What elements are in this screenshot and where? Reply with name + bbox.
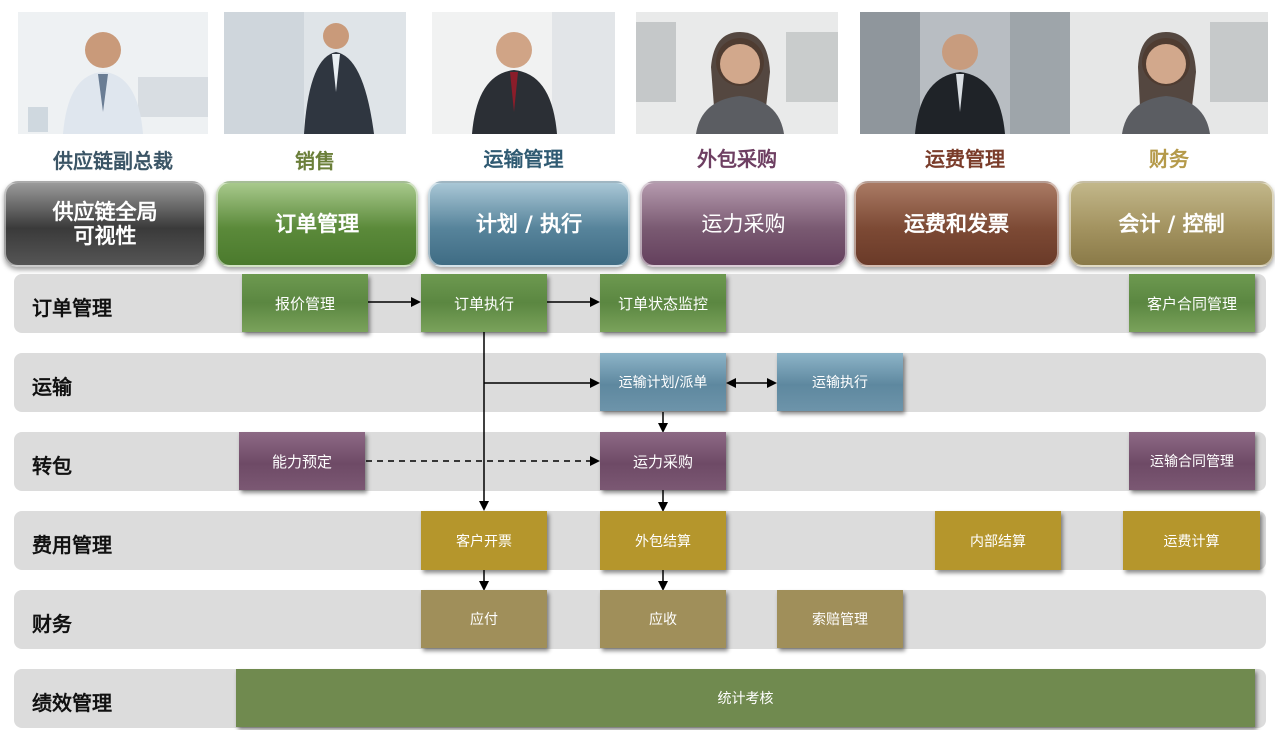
photo-vp-supply-chain [18,12,208,134]
box-transport-plan-dispatch[interactable]: 运输计划/派单 [600,353,726,411]
lane-label-transport: 运输 [32,375,72,399]
photo-sales [224,12,406,134]
role-label-vp: 供应链副总裁 [53,149,173,173]
box-outsourced-settlement[interactable]: 外包结算 [600,511,726,570]
lane-label-cost-management: 费用管理 [32,533,112,557]
module-accounting-control[interactable]: 会计 / 控制 [1069,181,1274,267]
box-accounts-payable[interactable]: 应付 [421,590,547,648]
module-visibility[interactable]: 供应链全局 可视性 [4,181,206,267]
role-label-finance: 财务 [1149,147,1189,171]
box-customer-contract[interactable]: 客户合同管理 [1129,274,1255,332]
box-order-execution[interactable]: 订单执行 [421,274,547,332]
photo-freight-manager [860,12,1070,134]
lane-label-order-management: 订单管理 [32,296,112,320]
box-carrier-contract[interactable]: 运输合同管理 [1129,432,1255,490]
module-capacity-purchase-label: 运力采购 [701,212,786,236]
module-visibility-label: 供应链全局 可视性 [52,200,158,248]
lane-label-finance: 财务 [32,612,72,636]
role-label-freight: 运费管理 [925,147,1005,171]
box-internal-settlement[interactable]: 内部结算 [935,511,1061,570]
module-capacity-purchase[interactable]: 运力采购 [640,181,847,267]
module-plan-execute-label: 计划 / 执行 [475,212,583,236]
module-plan-execute[interactable]: 计划 / 执行 [428,181,630,267]
box-order-status-monitoring[interactable]: 订单状态监控 [600,274,726,332]
box-customer-invoicing[interactable]: 客户开票 [421,511,547,570]
box-statistics-assessment[interactable]: 统计考核 [236,669,1255,727]
module-order-management[interactable]: 订单管理 [216,181,418,267]
module-accounting-control-label: 会计 / 控制 [1118,212,1225,236]
box-freight-calculation[interactable]: 运费计算 [1123,511,1260,570]
lane-label-subcontract: 转包 [32,454,72,478]
photo-finance [1070,12,1268,134]
photo-transport-manager [432,12,615,134]
role-label-procurement: 外包采购 [697,147,777,171]
lane-label-performance: 绩效管理 [32,691,112,715]
box-capacity-purchase[interactable]: 运力采购 [600,432,726,490]
module-freight-invoice[interactable]: 运费和发票 [854,181,1059,267]
box-quote-management[interactable]: 报价管理 [242,274,368,332]
module-order-management-label: 订单管理 [275,212,359,236]
role-label-transport: 运输管理 [483,147,564,171]
role-label-sales: 销售 [295,149,335,173]
box-claims-management[interactable]: 索赔管理 [777,590,903,648]
photo-outsourced-procurement [636,12,838,134]
box-accounts-receivable[interactable]: 应收 [600,590,726,648]
box-capacity-booking[interactable]: 能力预定 [239,432,365,490]
box-transport-execution[interactable]: 运输执行 [777,353,903,411]
module-freight-invoice-label: 运费和发票 [904,212,1009,236]
